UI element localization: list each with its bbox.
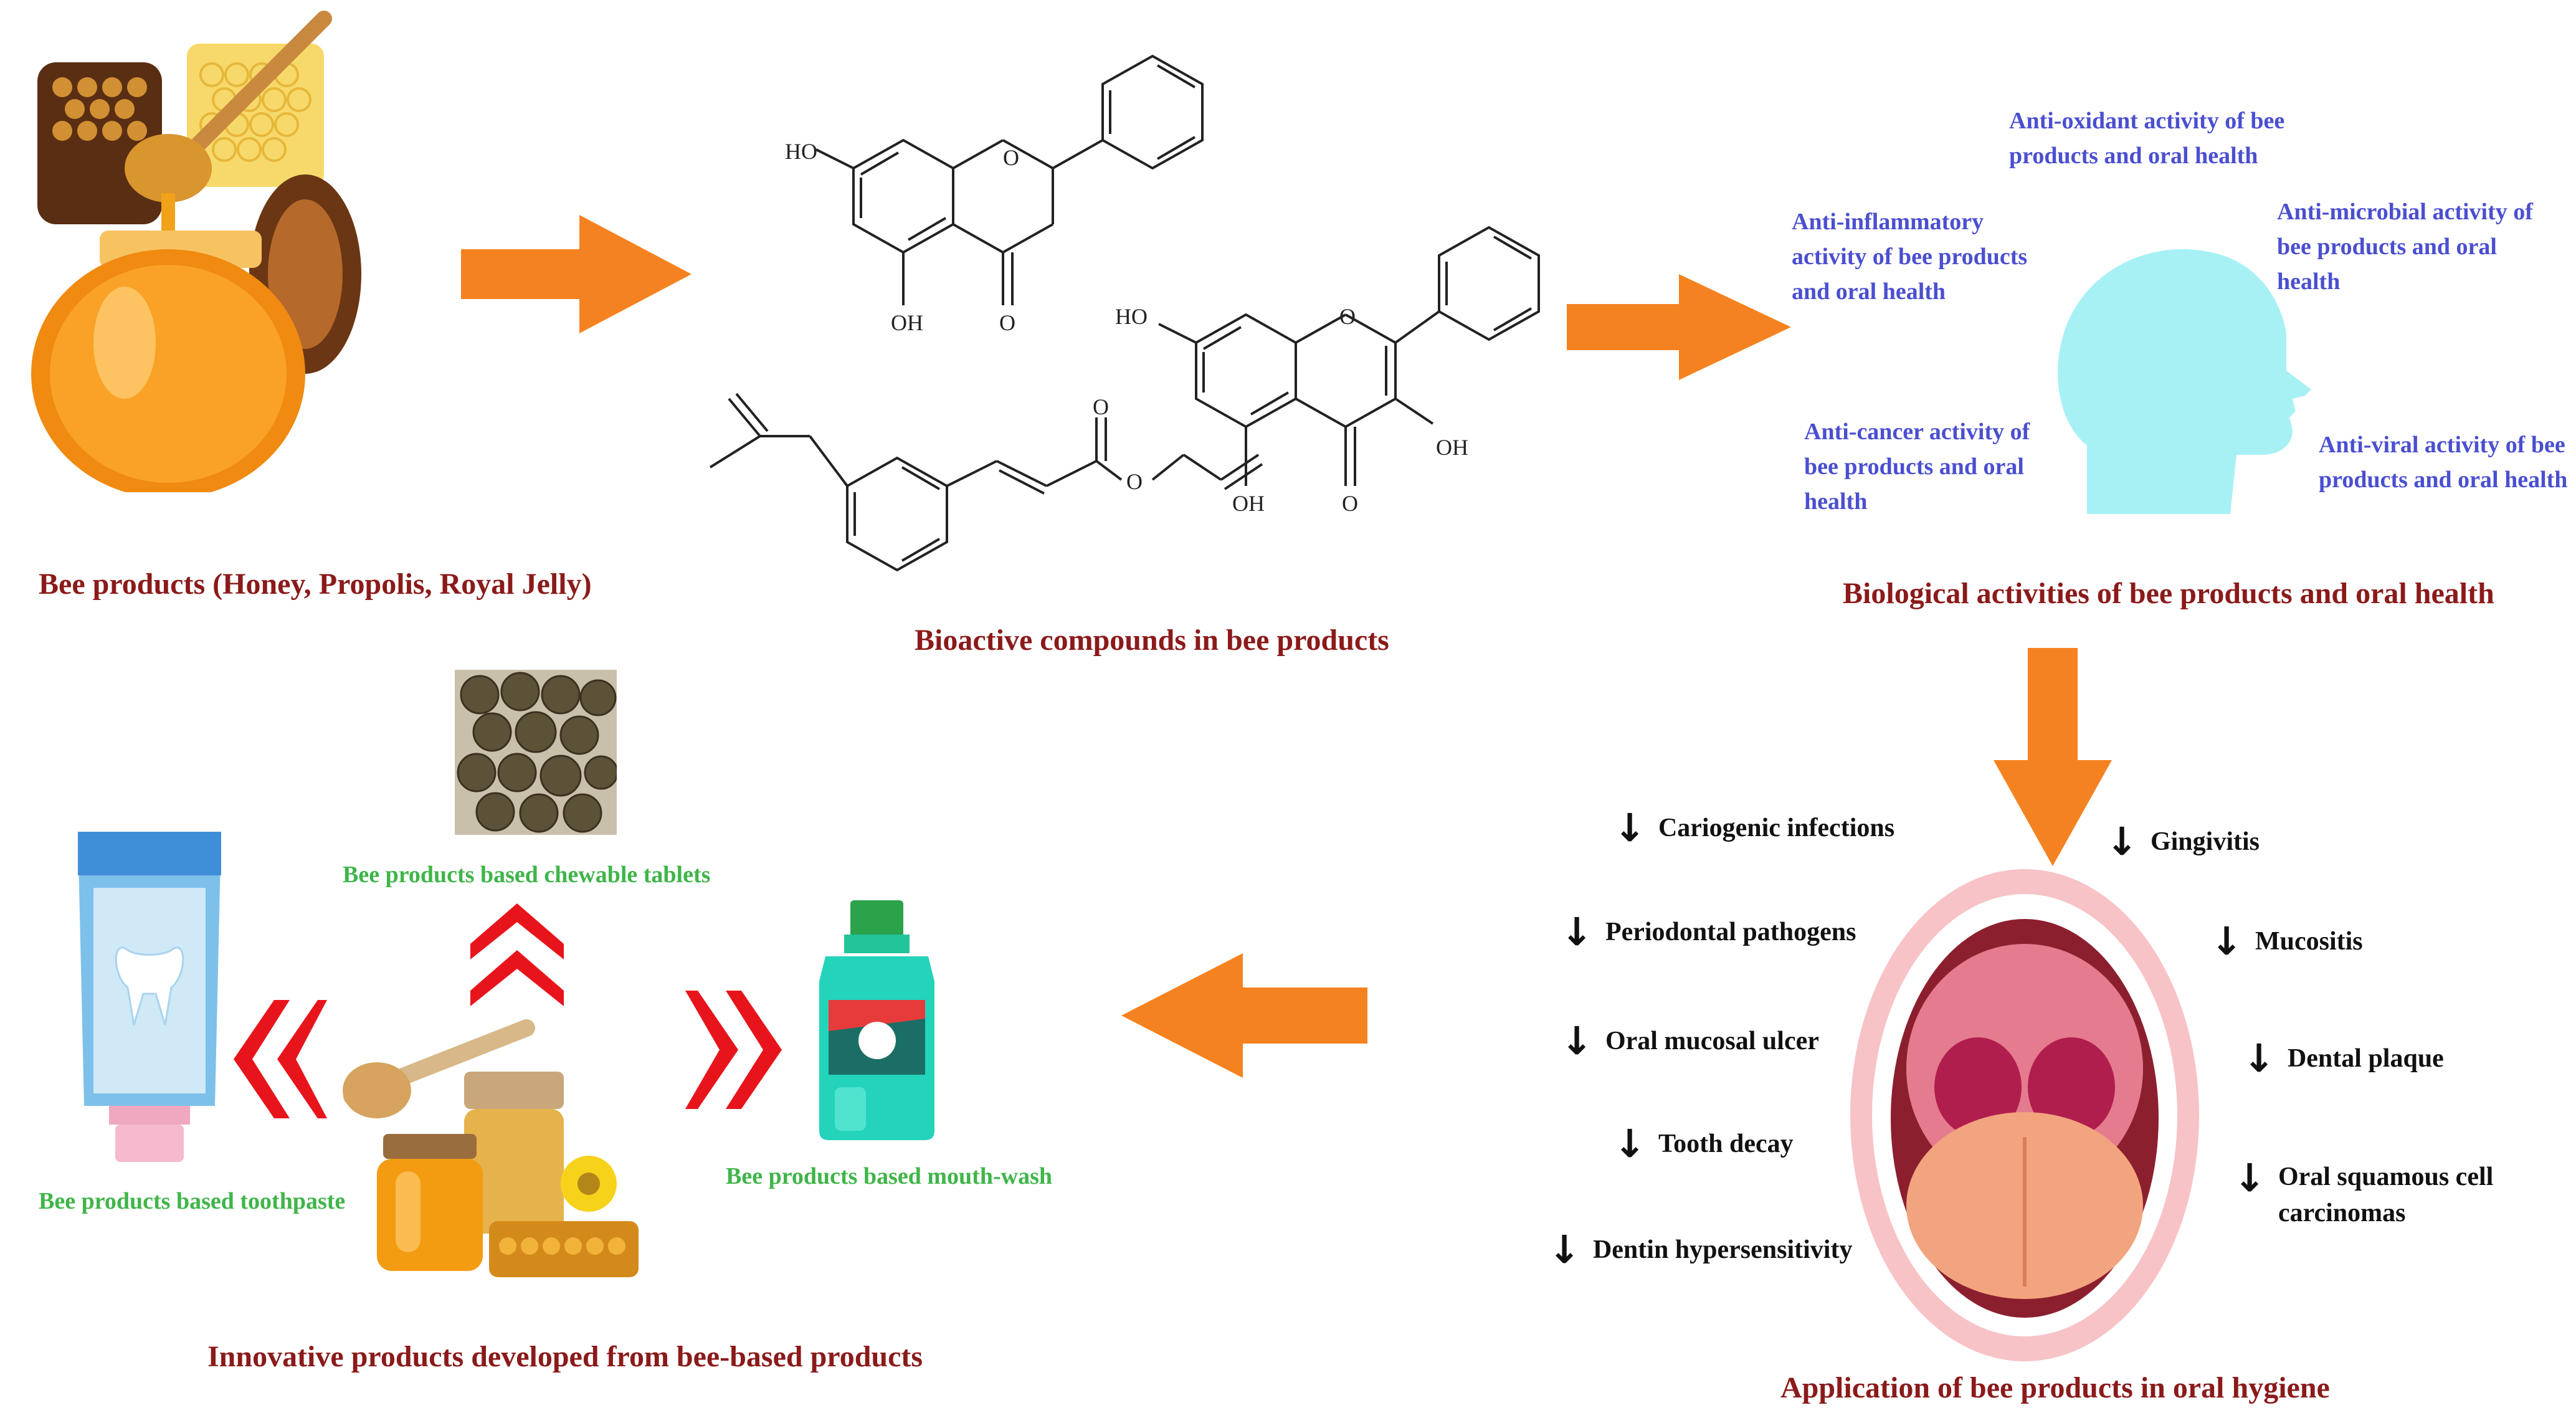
bee-products-title: Bee products (Honey, Propolis, Royal Jel… [39, 568, 592, 601]
bio-activity-antimicrobial: Anti-microbial activity of bee products … [2277, 199, 2533, 295]
atom-label: HO [785, 139, 817, 164]
effect-tooth-decay: ↓Tooth decay [1614, 1121, 1794, 1166]
down-arrow-icon: ↓ [2210, 918, 2243, 964]
bio-activity-antioxidant: Anti-oxidant activity of bee products an… [2009, 108, 2285, 169]
down-arrow-icon: ↓ [1561, 909, 1593, 954]
atom-label: OH [1436, 435, 1468, 460]
atom-label: O [1003, 145, 1019, 170]
effect-gingivitis: ↓Gingivitis [2106, 819, 2260, 864]
bio-activity-anticancer: Anti-cancer activity of bee products and… [1804, 419, 2030, 515]
down-arrow-icon: ↓ [2243, 1035, 2275, 1081]
atom-label: OH [1232, 491, 1265, 516]
toothpaste-image [78, 832, 221, 1162]
chemical-structures: HO O OH O HO O OH OH O O O [709, 54, 1540, 572]
atom-label: HO [1115, 304, 1148, 329]
oral-hygiene-title: Application of bee products in oral hygi… [1780, 1371, 2330, 1404]
bio-activity-antiviral: Anti-viral activity of bee products and … [2319, 432, 2568, 493]
down-arrow-icon: ↓ [1561, 1018, 1593, 1064]
compounds-title: Bioactive compounds in bee products [915, 624, 1389, 657]
chevron-left-icon [234, 1000, 327, 1118]
chevron-right-icon [685, 991, 782, 1109]
atom-label: O [1126, 469, 1143, 494]
flow-arrow-down [1994, 648, 2112, 866]
down-arrow-icon: ↓ [1614, 805, 1646, 850]
flow-arrow-right-1 [461, 215, 692, 333]
innovative-title: Innovative products developed from bee-b… [207, 1340, 923, 1373]
atom-label: O [999, 310, 1015, 335]
effect-mucositis: ↓Mucositis [2210, 918, 2363, 964]
flow-arrow-left [1121, 953, 1367, 1078]
flow-arrow-right-2 [1567, 274, 1791, 380]
mouthwash-label: Bee products based mouth-wash [726, 1163, 1052, 1189]
effect-oral-mucosal-ulcer: ↓Oral mucosal ulcer [1561, 1018, 1819, 1064]
effect-oral-squamous-cell-carcinomas: ↓Oral squamous cell carcinomas [2233, 1155, 2494, 1228]
effect-dentin-hypersensitivity: ↓Dentin hypersensitivity [1548, 1227, 1853, 1272]
toothpaste-label: Bee products based toothpaste [39, 1188, 346, 1214]
open-mouth-illustration [1850, 869, 2199, 1361]
chevron-up-icon [470, 903, 564, 1006]
effect-periodontal-pathogens: ↓Periodontal pathogens [1561, 909, 1856, 954]
down-arrow-icon: ↓ [1548, 1227, 1580, 1272]
bio-activity-anti-inflammatory: Anti-inflammatory activity of bee produc… [1792, 209, 2028, 305]
effect-cariogenic-infections: ↓Cariogenic infections [1614, 805, 1895, 850]
chewable-tablets-image [455, 670, 617, 835]
atom-label: O [1342, 491, 1358, 516]
down-arrow-icon: ↓ [2233, 1155, 2266, 1201]
tablets-label: Bee products based chewable tablets [343, 862, 711, 888]
mouthwash-image [819, 900, 934, 1140]
bee-products-image [12, 6, 361, 498]
down-arrow-icon: ↓ [2106, 819, 2138, 864]
head-silhouette [2058, 249, 2311, 514]
down-arrow-icon: ↓ [1614, 1121, 1646, 1166]
atom-label: O [1093, 394, 1109, 419]
atom-label: OH [891, 310, 923, 335]
biological-title: Biological activities of bee products an… [1843, 577, 2494, 610]
atom-label: O [1339, 304, 1356, 329]
honey-jars-image [343, 1019, 639, 1277]
effect-dental-plaque: ↓Dental plaque [2243, 1035, 2444, 1081]
